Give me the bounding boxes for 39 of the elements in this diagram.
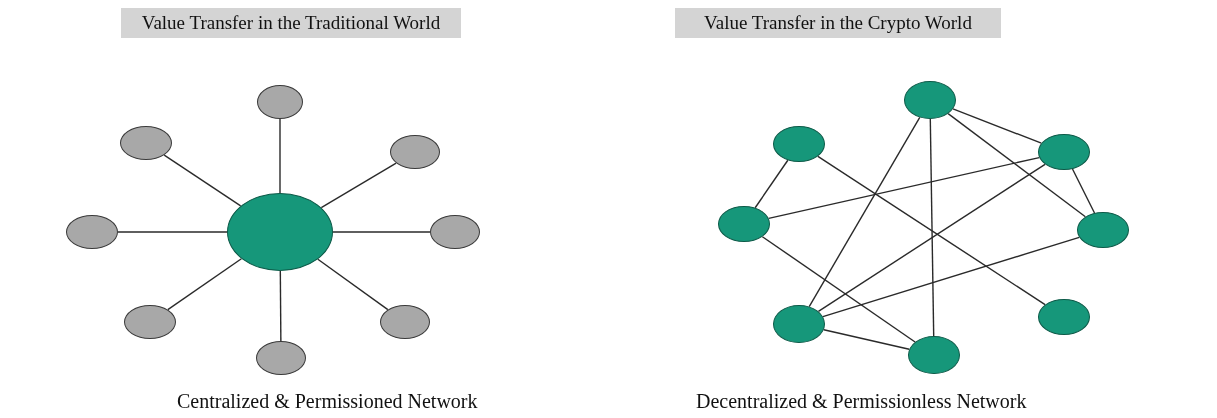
circle-node: [257, 85, 303, 119]
circle-node: [380, 305, 430, 339]
circle-node: [124, 305, 176, 339]
connector-line: [317, 258, 389, 311]
connector-line: [808, 116, 921, 308]
connector-line: [1071, 168, 1096, 214]
circle-node: [256, 341, 306, 375]
circle-node: [390, 135, 440, 169]
caption: Centralized & Permissioned Network: [177, 390, 478, 413]
circle-node: [1038, 134, 1090, 170]
circle-node: [227, 193, 333, 271]
connector-line: [332, 231, 431, 233]
connector-line: [117, 231, 228, 233]
connector-line: [929, 118, 935, 337]
connector-line: [167, 258, 243, 311]
circle-node: [66, 215, 118, 249]
connector-line: [761, 236, 916, 343]
connector-line: [163, 154, 242, 207]
circle-node: [908, 336, 960, 374]
connector-line: [754, 159, 789, 209]
connector-line: [279, 118, 281, 194]
circle-node: [904, 81, 956, 119]
circle-node: [718, 206, 770, 242]
circle-node: [1038, 299, 1090, 335]
connector-line: [822, 236, 1080, 318]
circle-node: [1077, 212, 1129, 248]
heading-band: Value Transfer in the Crypto World: [675, 8, 1001, 38]
connector-line: [952, 108, 1042, 144]
circle-node: [773, 126, 825, 162]
connector-line: [768, 156, 1040, 220]
circle-node: [430, 215, 480, 249]
connector-line: [823, 329, 910, 350]
connector-line: [320, 162, 397, 209]
circle-node: [773, 305, 825, 343]
heading-band: Value Transfer in the Traditional World: [121, 8, 461, 38]
connector-line: [279, 270, 282, 342]
caption: Decentralized & Permissionless Network: [696, 390, 1027, 413]
circle-node: [120, 126, 172, 160]
connector-line: [947, 112, 1087, 218]
